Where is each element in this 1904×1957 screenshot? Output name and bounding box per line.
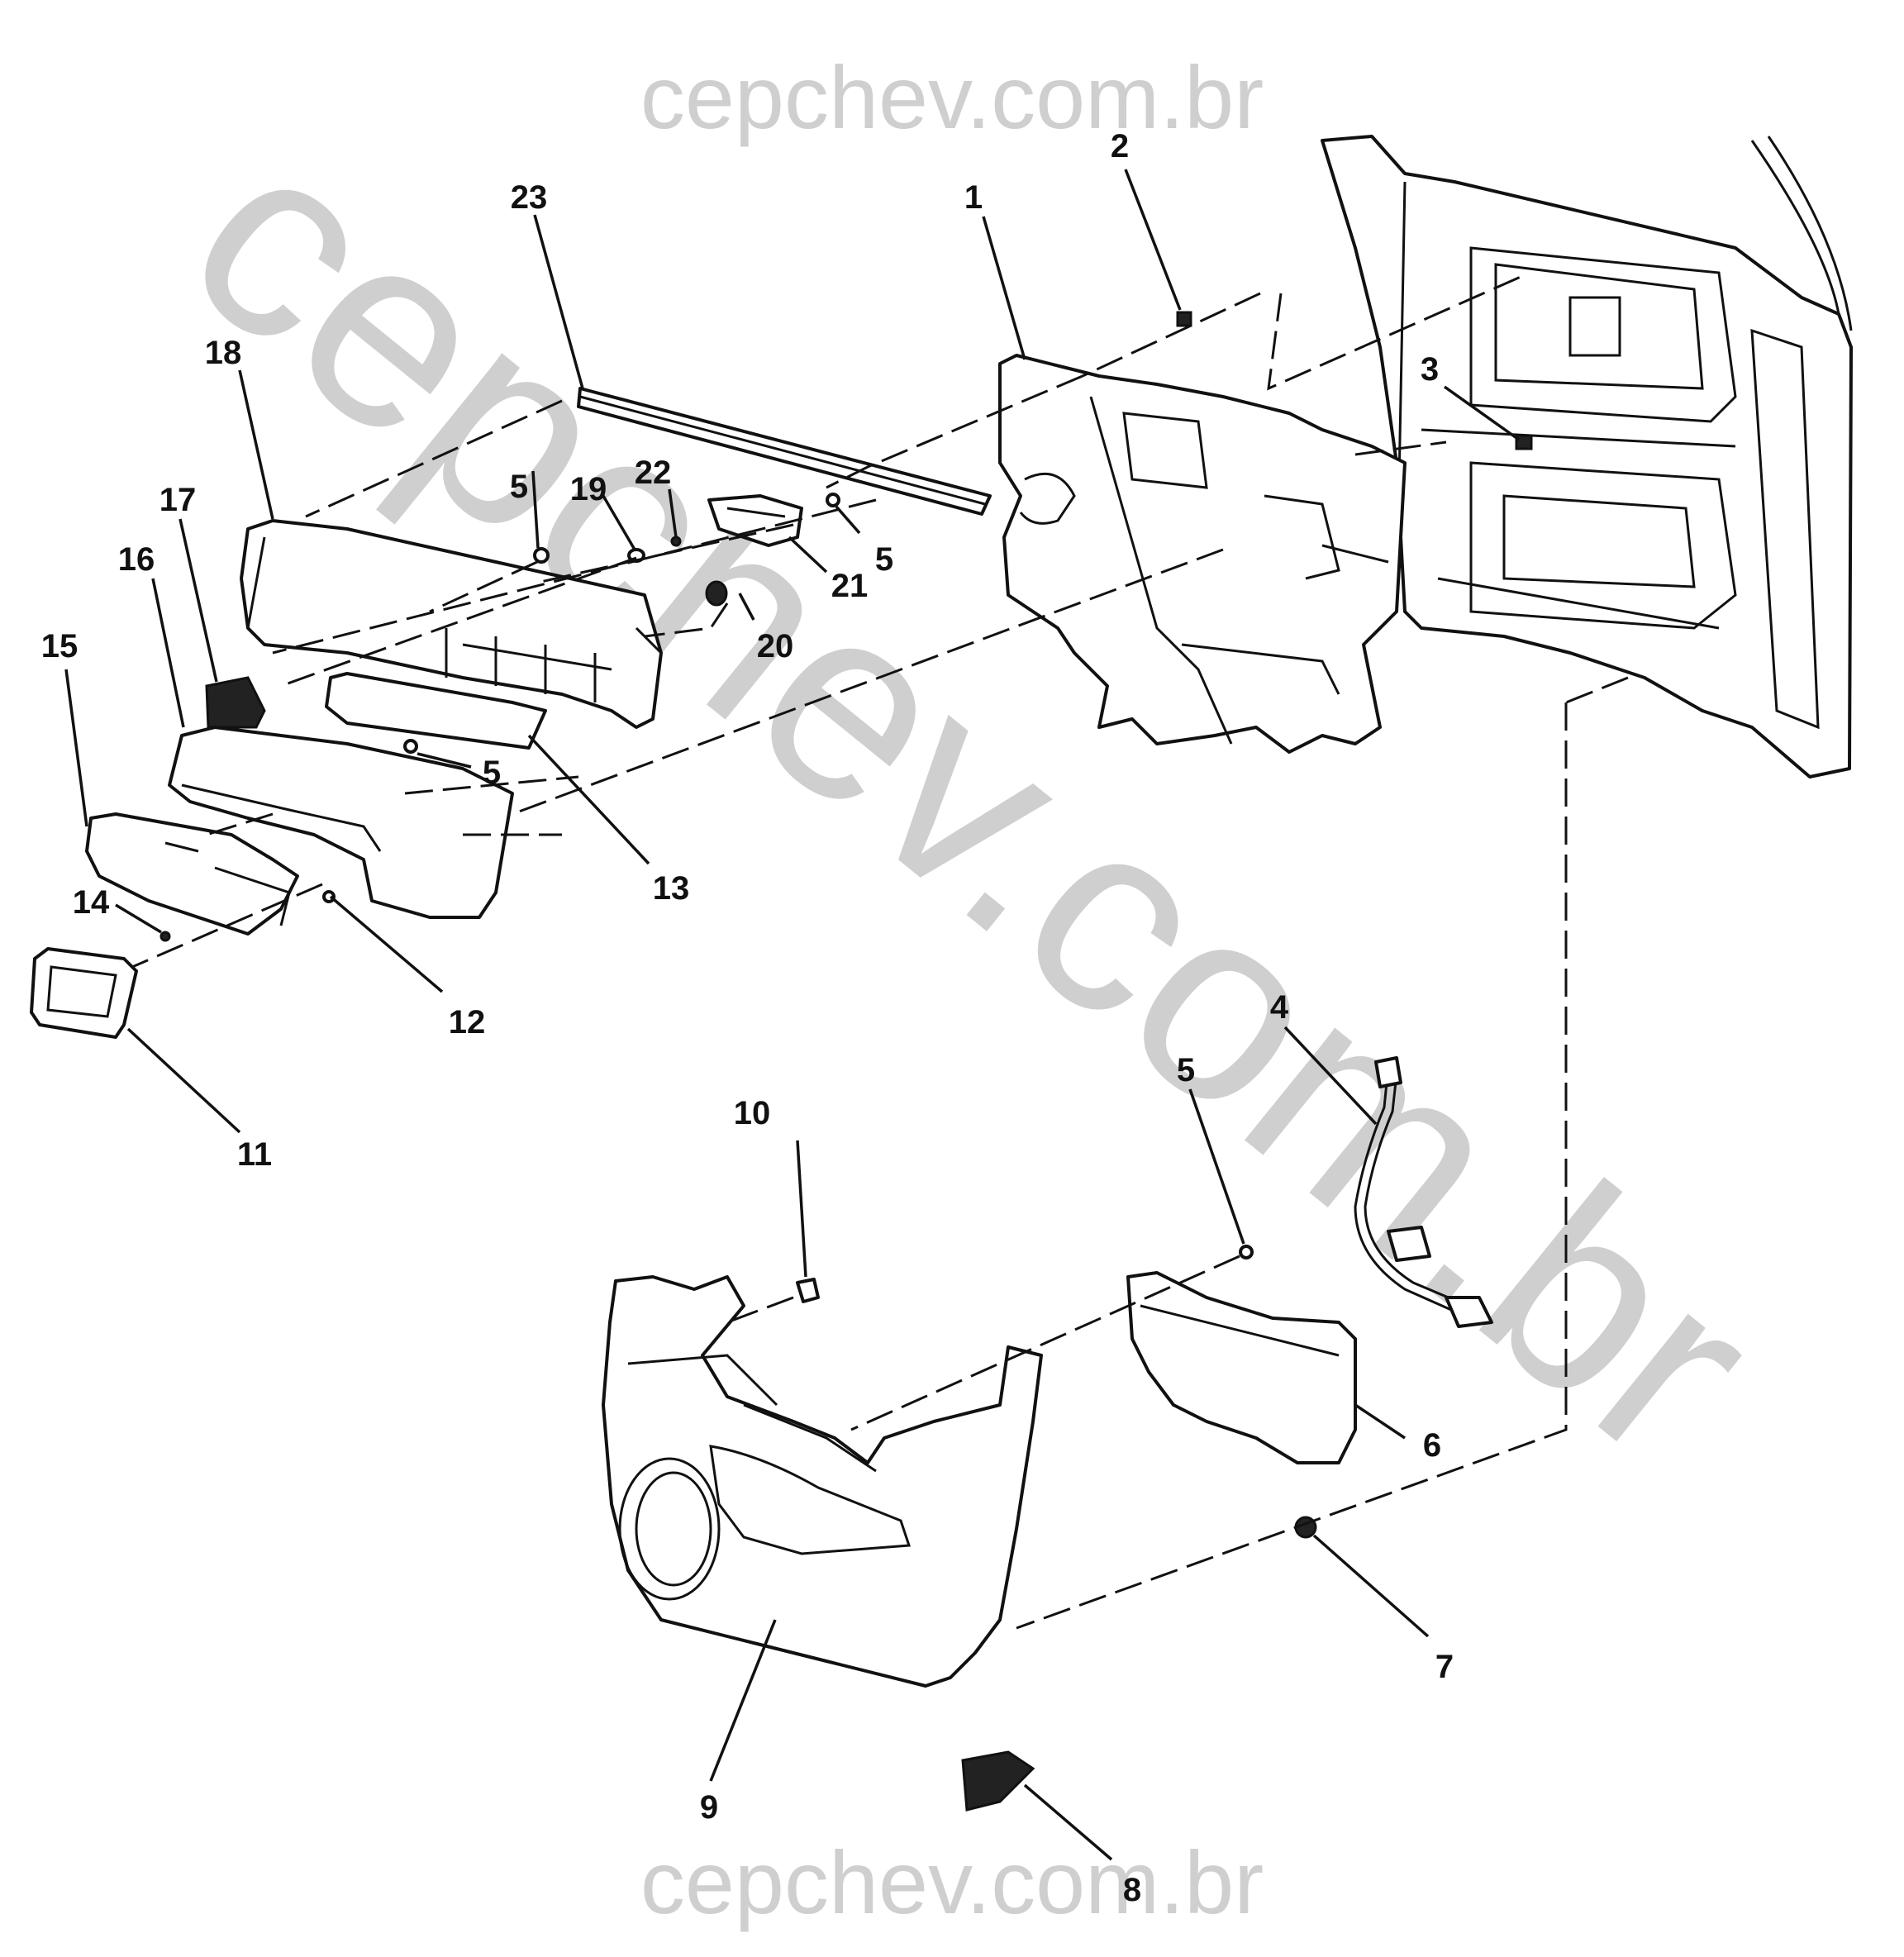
fastener-5b [826,493,840,507]
callout-4: 4 [1270,989,1289,1026]
callout-15: 15 [41,628,79,664]
armrest-panel [168,726,514,919]
screw-14 [159,931,171,942]
assembly-lines [131,275,1629,1630]
callout-13: 13 [653,870,690,907]
map-pocket [1126,1271,1357,1464]
wiring-harness [1354,1056,1493,1328]
callout-6: 6 [1423,1427,1441,1464]
callout-10: 10 [734,1095,771,1131]
callout-9: 9 [700,1789,718,1826]
switch-bezel [85,812,299,936]
pull-cup-trim [325,672,547,750]
fastener-3 [1515,434,1533,450]
inside-handle [707,494,803,547]
reflector-8 [961,1750,1035,1812]
callout-21: 21 [831,568,869,604]
callout-2: 2 [1111,128,1129,164]
screw-22 [670,536,682,547]
fastener-5a [533,547,550,564]
door-frame [1321,135,1853,779]
callout-5a: 5 [510,469,528,505]
callout-5d: 5 [1177,1052,1195,1088]
plug-20 [705,580,728,607]
callout-1: 1 [964,179,983,216]
callout-16: 16 [118,541,155,578]
callout-20: 20 [757,628,794,664]
speaker-grille-17 [205,676,266,729]
callout-12: 12 [449,1004,486,1040]
callout-22: 22 [635,455,672,491]
watermark-bottom: cepchev.com.br [640,1832,1264,1932]
lower-trim-panel [602,1275,1043,1812]
callouts: 1 2 3 4 5 5 5 5 6 7 8 9 10 11 12 13 14 1… [41,128,1454,1908]
water-deflector [998,354,1407,754]
callout-18: 18 [205,335,242,371]
watermark-top: cepchev.com.br [640,47,1264,147]
fastener-2 [1176,311,1192,327]
retainer-10 [796,1278,820,1303]
callout-17: 17 [159,482,197,518]
leader-lines [64,169,1521,1861]
handle-bezel [30,947,138,1039]
callout-11: 11 [237,1136,272,1173]
callout-23: 23 [511,179,548,216]
callout-7: 7 [1435,1649,1454,1685]
callout-5c: 5 [483,755,501,791]
callout-8: 8 [1123,1872,1141,1908]
fastener-5d [1239,1245,1254,1259]
fastener-5c [403,739,418,754]
callout-14: 14 [73,884,110,921]
callout-5b: 5 [875,541,893,578]
callout-19: 19 [570,471,607,507]
window-belt-strip [577,387,992,516]
callout-3: 3 [1421,351,1439,388]
